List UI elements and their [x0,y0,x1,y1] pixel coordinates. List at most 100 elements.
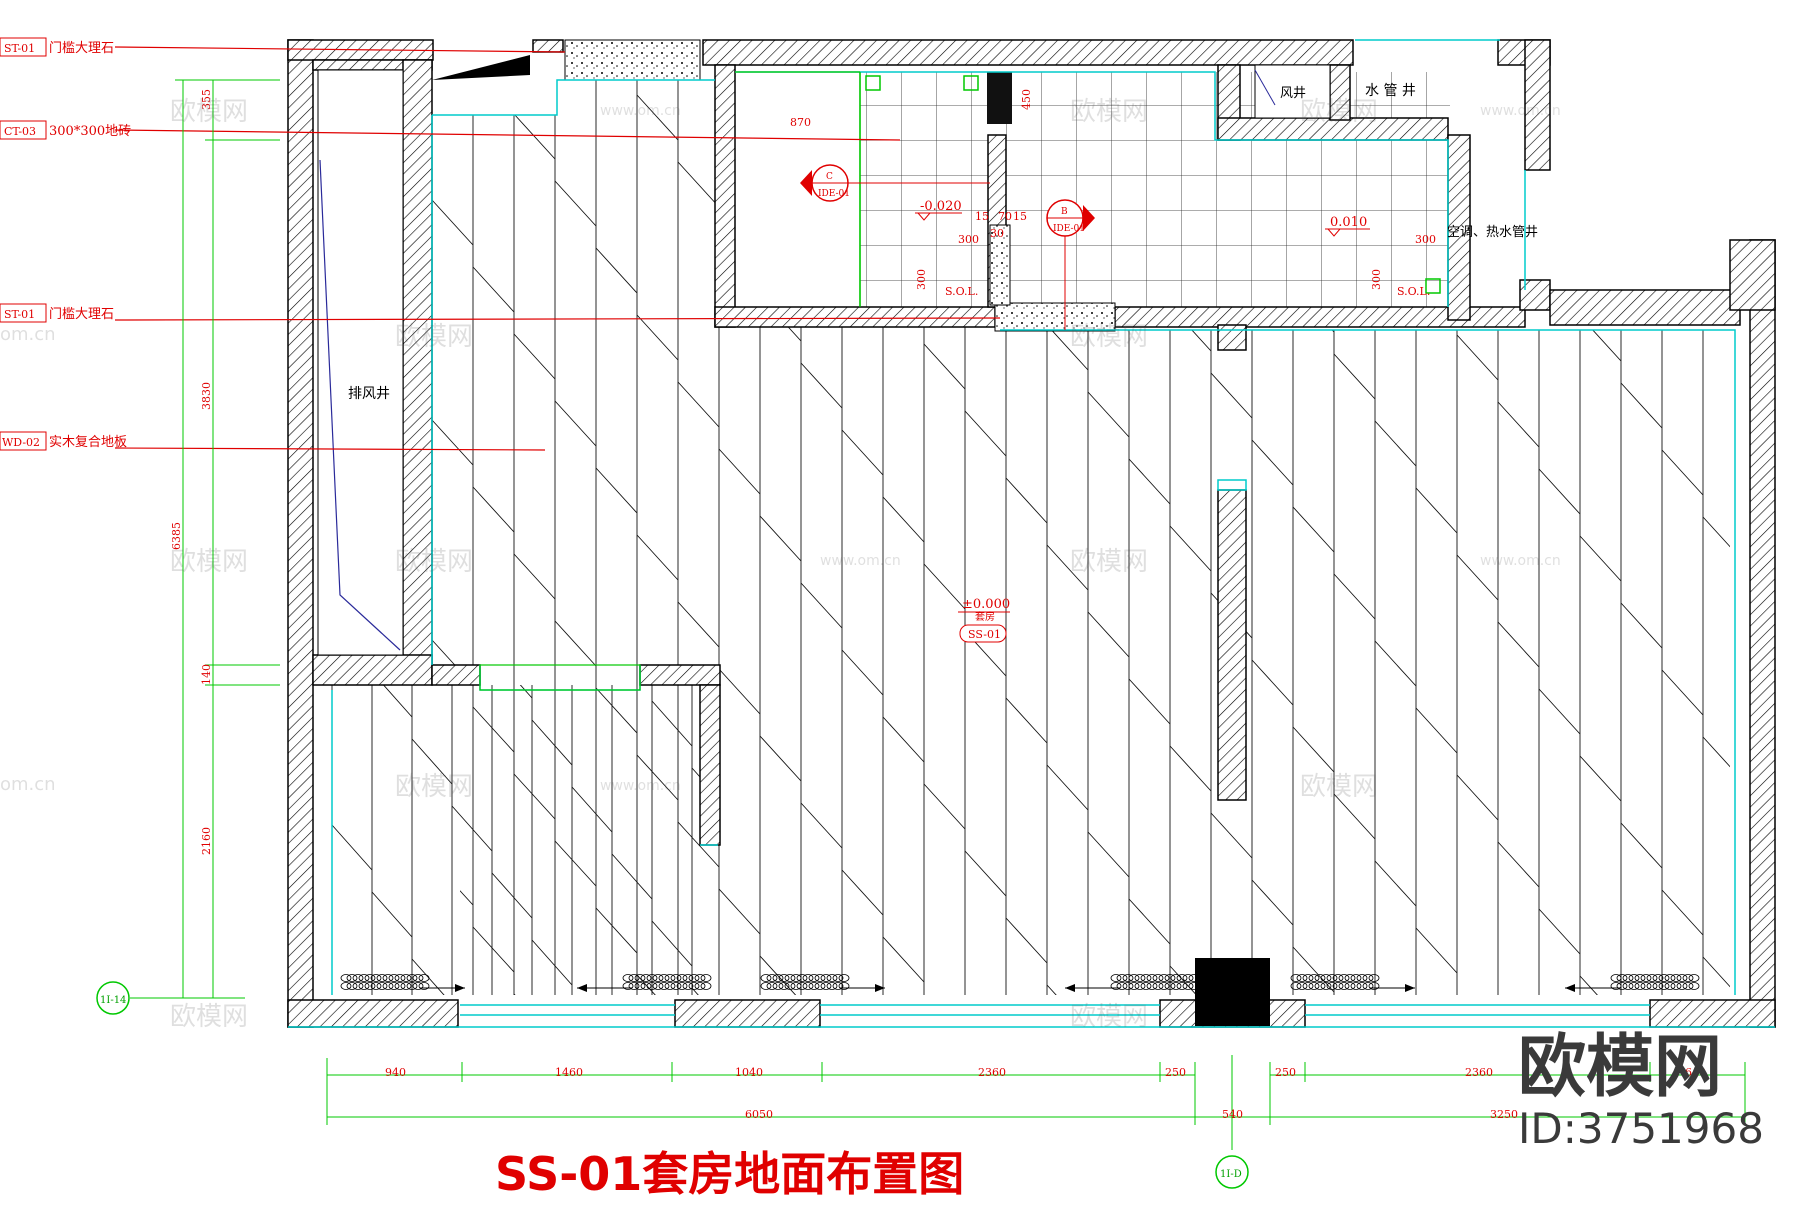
solid-column [1195,958,1270,1026]
level-room-sub: 套房 [975,610,995,623]
axis-label-bottom: 1I-D [1220,1169,1242,1180]
svg-text:870: 870 [790,116,811,129]
watermark-tile: 欧模网 [1300,97,1378,127]
svg-text:1040: 1040 [735,1066,763,1079]
cyan-outlines [288,39,1775,1028]
svg-text:540: 540 [1222,1108,1243,1121]
callout-2-code: CT-03 [4,125,36,138]
svg-text:355: 355 [200,89,213,110]
svg-text:450: 450 [1020,89,1033,110]
axis-label-left: 1I-14 [100,995,126,1006]
svg-text:140: 140 [200,664,213,685]
svg-text:300: 300 [1415,233,1436,246]
section-mark-b [1046,199,1095,330]
threshold-bath-v [989,224,1011,306]
bathroom-tile-floor [860,72,1450,307]
room-code: SS-01 [968,628,1001,641]
level-room: ±0.000 [962,597,1010,612]
svg-text:6385: 6385 [170,522,183,550]
axis-bubble-left [96,981,175,1015]
room-code-badge [959,624,1007,643]
callout-1-text: 门槛大理石 [49,41,114,56]
section-mark-b-top: B [1061,207,1068,217]
svg-text:3830: 3830 [200,382,213,410]
svg-text:940: 940 [385,1066,406,1079]
watermark-tile: 欧模网 [1300,772,1378,802]
drawing-title: SS-01套房地面布置图 [495,1147,964,1201]
watermark-tile: 欧模网 [395,772,473,802]
air-shaft-label: 风井 [1280,86,1306,101]
green-lines [479,71,861,691]
watermark-url-tile: www.om.cn [1480,103,1561,119]
svg-text:30: 30 [990,227,1004,240]
svg-text:300: 300 [915,269,928,290]
exhaust-shaft-label: 排风井 [348,386,390,402]
section-mark-c-top: C [826,172,833,182]
svg-text:640: 640 [1685,1066,1706,1079]
callout-4-code: WD-02 [2,436,40,449]
svg-text:70: 70 [998,210,1012,223]
watermark-tile: 欧模网 [1070,97,1148,127]
exhaust-shaft-line [319,159,401,651]
exhaust-shaft-room [317,69,404,656]
callout-1-code: ST-01 [4,42,35,55]
watermark-tile: 欧模网 [1070,1002,1148,1032]
watermark-tile: 欧模网 [395,322,473,352]
svg-text:1460: 1460 [555,1066,583,1079]
watermark-tile: 欧模网 [170,547,248,577]
watermark-url-tile: www.om.cn [600,778,681,794]
watermark-url-tile: www.om.cn [1480,553,1561,569]
water-pipe-shaft-label: 水 管 井 [1365,83,1416,99]
svg-text:250: 250 [1275,1066,1296,1079]
bottom-dim-row1: 940 1460 1040 2360 250 250 2360 640 [385,1066,1706,1079]
callout-leaders [114,46,1001,451]
section-mark-c [800,164,990,202]
svg-text:300: 300 [958,233,979,246]
bottom-dim-lines [326,1055,1746,1150]
callout-2-text: 300*300地砖 [49,124,131,139]
callout-4-text: 实木复合地板 [49,435,127,450]
black-triangle [432,55,530,80]
svg-text:2160: 2160 [200,827,213,855]
watermark-brand: 欧模网 [1518,1028,1722,1107]
bath-dimension-text: 870 450 300 300 300 300 15 70 15 30 S.O.… [790,89,1436,298]
watermark-id: ID:3751968 [1518,1104,1764,1153]
svg-text:2360: 2360 [1465,1066,1493,1079]
svg-text:S.O.L.: S.O.L. [945,285,978,298]
vertical-dim-text: 355 3830 6385 140 2160 [170,89,213,855]
radiator-units [340,974,1700,992]
section-mark-b-bottom: IDE-01 [1053,224,1085,234]
callout-tags [0,37,47,451]
svg-text:15: 15 [1013,210,1027,223]
callout-3-text: 门槛大理石 [49,307,114,322]
axis-bubble-bottom [1215,1155,1249,1189]
watermark-url-partial: om.cn [0,324,56,345]
watermark-tile: 欧模网 [395,547,473,577]
svg-text:3250: 3250 [1490,1108,1518,1121]
threshold-bath [994,302,1116,332]
ac-hot-water-shaft-label: 空调、热水管井 [1447,225,1538,240]
svg-text:15: 15 [975,210,989,223]
callout-3-code: ST-01 [4,308,35,321]
faint-watermarks: 欧模网欧模网欧模网欧模网欧模网欧模网欧模网欧模网欧模网欧模网欧模网欧模网www.… [0,97,1561,1032]
svg-text:6050: 6050 [745,1108,773,1121]
solid-pipe [987,72,1012,124]
watermark-url-partial: om.cn [0,774,56,795]
drain-icons [865,75,1441,294]
svg-text:S.O.L.: S.O.L. [1397,285,1430,298]
watermark-tile: 欧模网 [1070,547,1148,577]
watermark-url-tile: www.om.cn [820,553,901,569]
watermark-url-tile: www.om.cn [600,103,681,119]
watermark-tile: 欧模网 [170,97,248,127]
svg-text:2360: 2360 [978,1066,1006,1079]
svg-text:250: 250 [1165,1066,1186,1079]
vertical-dim-lines [175,79,280,999]
level-bath-right: 0.010 [1330,215,1367,230]
level-bath-left: -0.020 [920,199,962,214]
svg-text:300: 300 [1370,269,1383,290]
section-mark-c-bottom: IDE-01 [818,189,850,199]
watermark-tile: 欧模网 [170,1002,248,1032]
bottom-dim-row2: 6050 540 3250 [745,1108,1518,1121]
threshold-top [564,39,701,81]
